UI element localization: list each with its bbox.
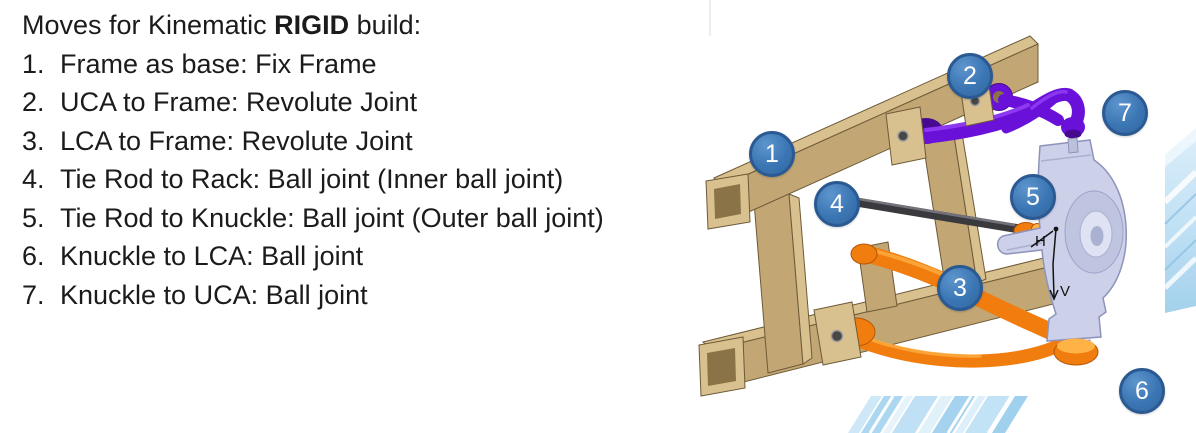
list-item-5: 5. Tie Rod to Knuckle: Ball joint (Outer … [22,199,604,238]
title-suffix: build: [349,10,422,40]
bottom-stripes-decoration [848,395,1028,433]
list-item-7: 7. Knuckle to UCA: Ball joint [22,276,604,315]
pivot-pin [897,130,909,142]
v-annotation: V [1060,283,1070,300]
callout-badge-4: 4 [814,181,860,227]
page-title: Moves for Kinematic RIGID build: [22,6,604,45]
list-item-text: Tie Rod to Knuckle: Ball joint (Outer ba… [60,202,604,233]
right-stripes-decoration [1162,128,1196,313]
list-item-3: 3. LCA to Frame: Revolute Joint [22,122,604,161]
list-item-number: 5. [22,202,45,233]
list-item-text: Knuckle to LCA: Ball joint [60,241,364,271]
list-item-number: 1. [22,48,45,79]
title-bold: RIGID [274,10,350,40]
list-item-text: Knuckle to UCA: Ball joint [60,279,368,310]
dimension-annotations: H V [1030,226,1070,301]
pivot-pin [830,329,844,343]
list-item-4: 4. Tie Rod to Rack: Ball joint (Inner bal… [22,160,604,199]
list-item-text: Tie Rod to Rack: Ball joint (Inner ball … [60,164,564,194]
list-item-text: Frame as base: Fix Frame [60,48,377,79]
list-item-2: 2. UCA to Frame: Revolute Joint [22,83,604,122]
callout-badge-2: 2 [947,53,993,99]
h-annotation: H [1035,233,1046,250]
callout-badge-3: 3 [937,265,983,311]
lca-front-pivot [813,301,876,366]
list-item-6: 6. Knuckle to LCA: Ball joint [22,237,604,276]
list-item-text: UCA to Frame: Revolute Joint [60,87,418,117]
moves-list: Moves for Kinematic RIGID build: 1. Frame… [22,6,604,314]
frame-front-post [753,193,813,374]
callout-badge-5: 5 [1010,174,1056,220]
callout-badge-1: 1 [749,131,795,177]
lca-ball-joint [1053,338,1099,366]
list-item-1: 1. Frame as base: Fix Frame [22,45,604,84]
list-item-text: LCA to Frame: Revolute Joint [60,125,413,156]
list-item-number: 6. [22,241,45,271]
list-item-number: 7. [22,279,45,310]
knuckle [996,139,1128,354]
list-item-number: 2. [22,87,45,117]
callout-badge-7: 7 [1102,90,1148,136]
callout-badge-6: 6 [1119,368,1165,414]
upper-ball-joint-stud [1067,137,1079,154]
list-item-number: 3. [22,125,45,156]
list-item-number: 4. [22,164,45,194]
title-prefix: Moves for Kinematic [22,10,275,40]
